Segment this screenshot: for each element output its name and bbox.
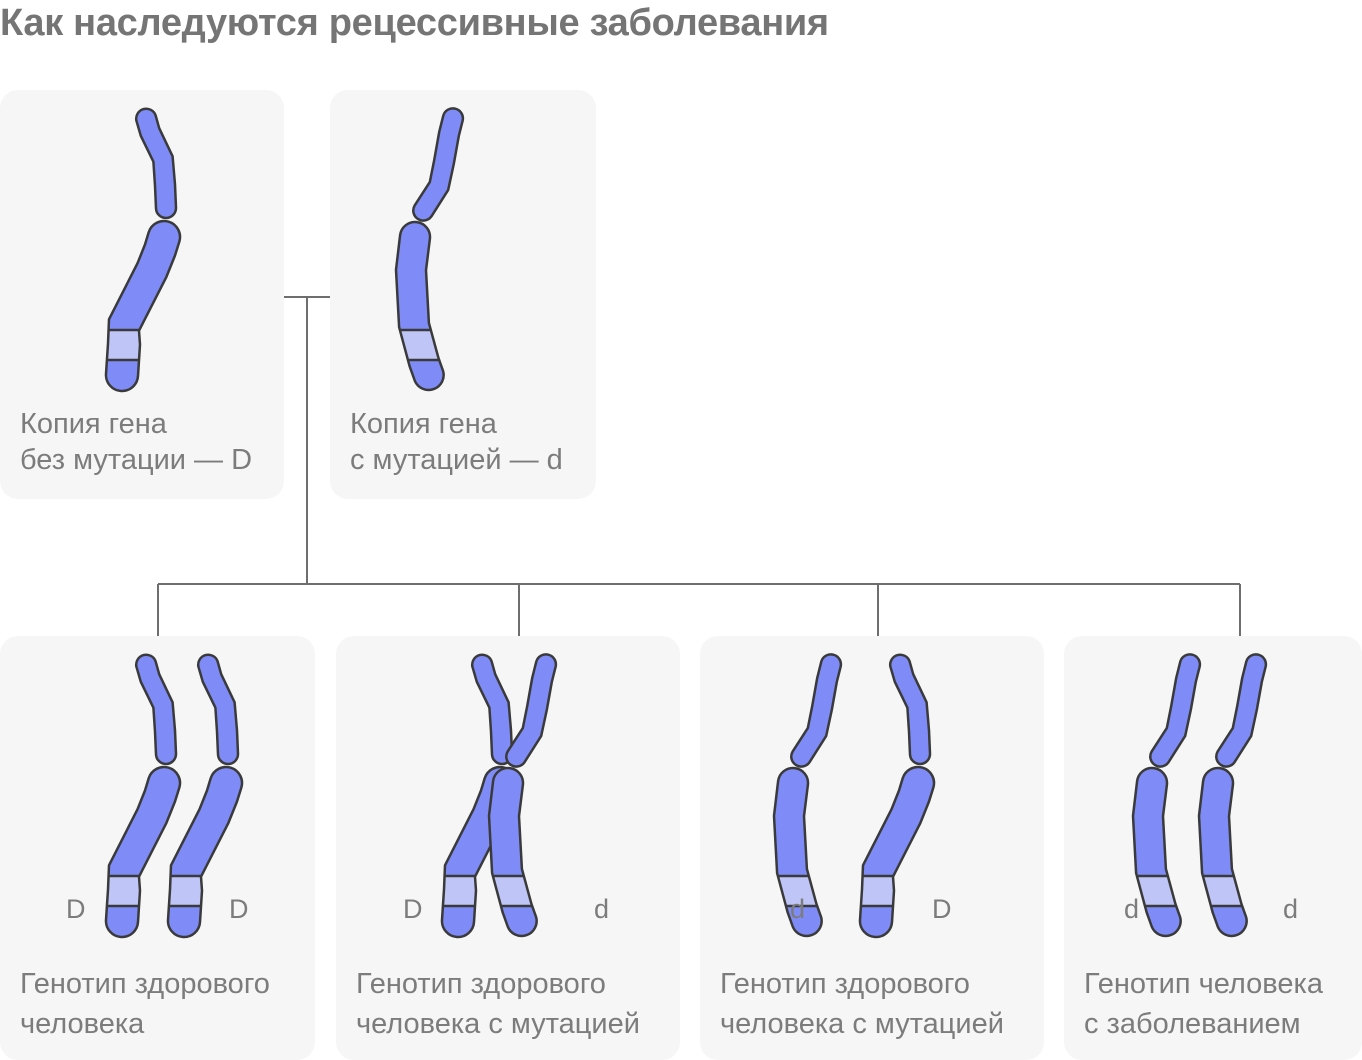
chromosome-long-arm-outline xyxy=(487,766,538,938)
chromosome-mutated-icon xyxy=(1131,653,1202,938)
chromosome-long-arm xyxy=(489,767,537,936)
page-title: Как наследуются рецессивные заболевания xyxy=(0,2,829,44)
parent-label-mutated: Копия гена с мутацией — d xyxy=(350,406,563,478)
offspring-label: Генотип здорового человека с мутацией xyxy=(720,964,1004,1044)
chromosome-long-arm-outline xyxy=(772,766,823,938)
offspring-label-line2: человека с мутацией xyxy=(356,1008,640,1040)
parent-label-line2: с мутацией — d xyxy=(350,444,563,476)
chromosome-short-arm xyxy=(134,107,178,220)
chromosome-short-arm xyxy=(790,653,843,768)
chromosome-normal-icon xyxy=(104,653,182,939)
chromosome-long-arm-outline xyxy=(166,765,244,939)
offspring-label-line1: Генотип здорового xyxy=(356,968,606,1000)
offspring-label: Генотип здорового человека xyxy=(20,964,270,1044)
parent-label-line1: Копия гена xyxy=(350,408,497,440)
chromosome-long-arm-outline xyxy=(1197,766,1248,938)
offspring-label: Генотип здорового человека с мутацией xyxy=(356,964,640,1044)
offspring-label-line1: Генотип здорового xyxy=(720,968,970,1000)
parent-label-line1: Копия гена xyxy=(20,408,167,440)
allele-right: D xyxy=(932,894,952,924)
allele-right: D xyxy=(229,894,249,924)
allele-left: D xyxy=(66,894,86,924)
offspring-card-Dd: D d Генотип здорового человека с мутацие… xyxy=(336,636,680,1060)
offspring-label-line1: Генотип человека xyxy=(1084,968,1323,1000)
offspring-card-dD: d D Генотип здорового человека с мутацие… xyxy=(700,636,1044,1060)
offspring-label-line1: Генотип здорового xyxy=(20,968,270,1000)
chromosome-normal-icon xyxy=(858,653,936,939)
parent-card-normal: Копия гена без мутации — D xyxy=(0,90,284,499)
chromosome-long-arm-outline xyxy=(104,219,182,393)
chromosome-long-arm-outline xyxy=(394,220,445,392)
chromosome-mutated-icon xyxy=(487,653,558,938)
offspring-label: Генотип человека с заболеванием xyxy=(1084,964,1323,1044)
chromosome-long-arm-outline xyxy=(104,765,182,939)
offspring-label-line2: человека xyxy=(20,1008,145,1040)
allele-right: d xyxy=(594,894,610,924)
offspring-card-DD: D D Генотип здорового человека xyxy=(0,636,315,1060)
chromosome-mutated-icon xyxy=(394,107,465,392)
chromosome-short-arm xyxy=(412,107,465,222)
offspring-label-line2: с заболеванием xyxy=(1084,1008,1301,1040)
chromosome-long-arm-outline xyxy=(858,765,936,939)
chromosome-long-arm xyxy=(396,221,444,390)
parent-label-line2: без мутации — D xyxy=(20,444,253,476)
chromosome-mutated-icon xyxy=(1197,653,1268,938)
chromosome-long-arm xyxy=(1199,767,1247,936)
chromosome-normal-icon xyxy=(166,653,244,939)
allele-right: d xyxy=(1283,894,1299,924)
parent-card-mutated: Копия гена с мутацией — d xyxy=(330,90,596,499)
chromosome-short-arm xyxy=(134,653,178,766)
chromosome-mutated-icon xyxy=(772,653,843,938)
chromosome-short-arm xyxy=(1215,653,1268,768)
offspring-card-dd: d d Генотип человека с заболеванием xyxy=(1064,636,1362,1060)
chromosome-long-arm-outline xyxy=(1131,766,1182,938)
chromosome-short-arm xyxy=(196,653,240,766)
chromosome-normal-icon xyxy=(104,107,182,393)
chromosome-short-arm xyxy=(1149,653,1202,768)
chromosome-short-arm xyxy=(505,653,558,768)
allele-left: d xyxy=(790,894,806,924)
allele-left: d xyxy=(1124,894,1140,924)
chromosome-short-arm xyxy=(888,653,932,766)
offspring-label-line2: человека с мутацией xyxy=(720,1008,1004,1040)
parent-label-normal: Копия гена без мутации — D xyxy=(20,406,252,478)
allele-left: D xyxy=(403,894,423,924)
